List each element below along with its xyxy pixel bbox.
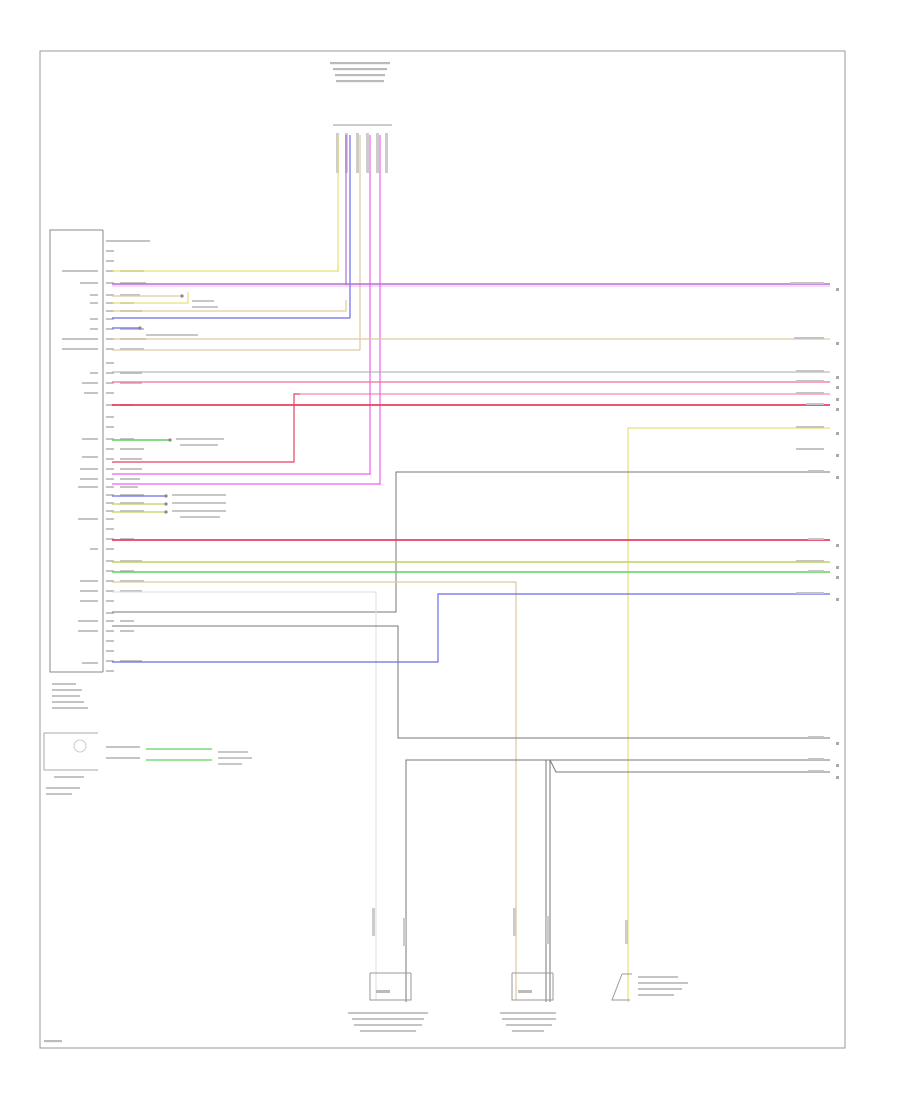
- top-connector: [333, 124, 392, 173]
- wire-tan-582: [112, 581, 517, 1000]
- right-end-labels: [790, 282, 824, 772]
- wire-dark-760: [405, 759, 830, 1002]
- module-caption: [52, 683, 88, 709]
- bottom-connector-left: [348, 908, 428, 1032]
- top-component-label: [330, 62, 390, 83]
- instrument-cluster: [43, 732, 252, 795]
- wire-blue-594: [112, 593, 830, 663]
- wire-yellow-270: [112, 262, 339, 272]
- footer-code: [44, 1040, 62, 1043]
- module-pin-labels: [106, 240, 150, 672]
- wire-dark-770: [549, 759, 830, 1002]
- module-left-labels: [62, 270, 98, 664]
- wire-yellow-302: [112, 292, 189, 304]
- bottom-switch-right: [611, 920, 688, 1001]
- wire-red-loop: [112, 393, 300, 463]
- wire-dark-472: [112, 471, 830, 613]
- connector-arrow-icon: [836, 288, 839, 779]
- diagram-frame: [39, 50, 846, 1049]
- wire-annotations: [146, 300, 226, 518]
- bottom-connector-middle: [500, 908, 556, 1032]
- main-module: [49, 229, 104, 673]
- wire-yellowgreen-428: [627, 427, 830, 1002]
- splice-dots: [138, 294, 184, 514]
- wire-dark-626: [112, 625, 830, 739]
- wire-lightgray-592: [112, 591, 377, 1000]
- wire-tan-310: [112, 300, 347, 312]
